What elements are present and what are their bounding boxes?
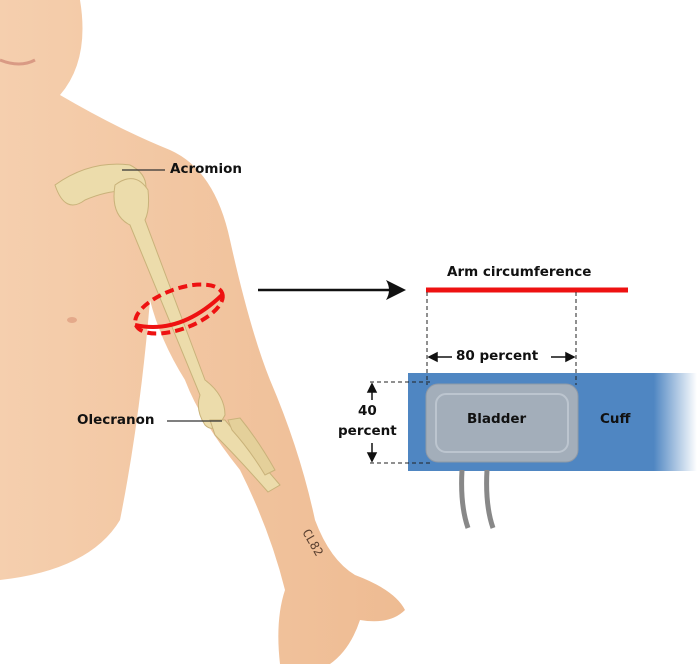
label-acromion: Acromion [170,161,242,177]
tube-2 [484,469,496,529]
ring-front [134,293,224,329]
label-80-percent: 80 percent [456,348,539,364]
label-bladder: Bladder [467,411,527,427]
label-percent: percent [338,423,397,439]
label-40: 40 [358,403,377,419]
bladder [425,383,579,463]
mouth [0,58,36,66]
radius [227,417,276,476]
dimension-guides [370,292,577,464]
width-arrows [366,351,576,463]
humerus [113,178,226,429]
label-arm-circumference: Arm circumference [447,264,592,280]
arm-bones [54,163,281,493]
arm-and-torso [0,0,405,664]
pointer-arrowhead [386,280,406,300]
nipple [67,317,77,323]
body-illustration [0,0,405,664]
tube-1 [459,469,471,529]
label-cuff: Cuff [600,411,631,427]
label-olecranon: Olecranon [77,412,155,428]
bladder-highlight [435,393,569,453]
arm-circumference-ring [133,282,225,336]
